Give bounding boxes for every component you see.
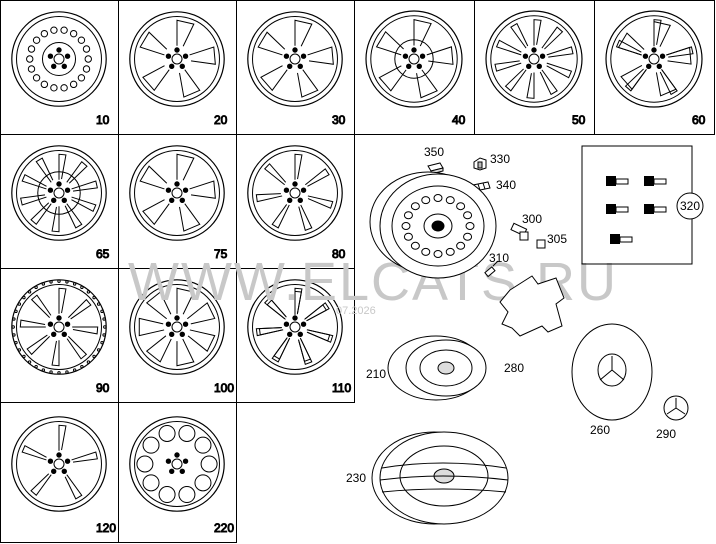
wheel-cell-100[interactable]: 100 [118,268,237,403]
label-210: 210 [366,367,386,381]
hubcap-260[interactable] [571,323,653,421]
label-310: 310 [489,251,509,265]
wheel-cell-75[interactable]: 75 [118,134,237,269]
cell-label-40: 40 [452,113,466,127]
wheel-cell-65[interactable]: 65 [0,134,119,269]
label-300: 300 [522,212,542,226]
wheel-cell-220[interactable]: 220 [118,402,237,543]
tire-wheel-230[interactable] [371,431,509,525]
wheel-cell-10[interactable]: 10 [0,0,119,135]
retainer-280[interactable] [499,275,565,337]
cell-label-30: 30 [332,113,346,127]
wheel-cell-50[interactable]: 50 [474,0,595,135]
cell-label-220: 220 [214,521,234,535]
bolt-icon [644,176,667,186]
cell-label-65: 65 [96,247,110,261]
watermark-date: 07.2026 [336,305,376,317]
label-230: 230 [346,471,366,485]
label-340: 340 [496,178,516,192]
label-290: 290 [656,427,676,441]
cell-label-100: 100 [214,381,234,395]
cell-label-120: 120 [96,521,116,535]
steel-wheel-holes [401,194,475,258]
bolt-kit-320[interactable] [581,145,704,265]
bolt-icon [644,204,667,214]
cell-label-80: 80 [332,247,346,261]
label-260: 260 [590,423,610,437]
wheel-cell-30[interactable]: 30 [236,0,355,135]
label-350: 350 [424,145,444,159]
cell-label-90: 90 [96,381,110,395]
cell-label-50: 50 [572,113,586,127]
bolt-icon [610,234,633,244]
label-305: 305 [547,232,567,246]
cell-label-60: 60 [692,113,706,127]
wheel-cell-120[interactable]: 120 [0,402,119,543]
bolt-icons [606,176,667,244]
wheel-cell-80[interactable]: 80 [236,134,355,269]
wheel-nut-305[interactable] [536,239,546,249]
cell-label-10: 10 [96,113,110,127]
bolt-icon [606,176,629,186]
cell-label-20: 20 [214,113,228,127]
emblem-290[interactable] [663,395,689,421]
wheel-cell-60[interactable]: 60 [594,0,715,135]
wheel-cell-90[interactable]: 90 [0,268,119,403]
valve-310[interactable] [484,260,499,278]
steel-rim-210[interactable] [387,335,487,401]
label-280: 280 [504,361,524,375]
wheel-bolt-300[interactable] [510,222,529,241]
label-330: 330 [490,152,510,166]
balance-weight-330[interactable] [473,157,487,171]
cell-label-110: 110 [332,381,351,395]
wheel-cell-40[interactable]: 40 [354,0,475,135]
wheel-cell-110[interactable]: 110 [236,268,355,403]
cell-label-75: 75 [214,247,228,261]
bolt-icon [606,204,629,214]
label-320: 320 [680,199,700,213]
wheel-cell-20[interactable]: 20 [118,0,237,135]
